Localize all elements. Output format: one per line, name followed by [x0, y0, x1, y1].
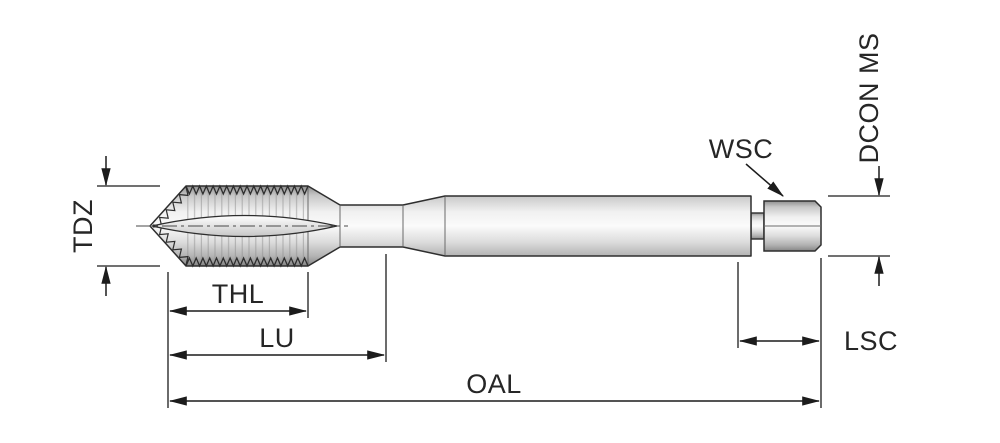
label-lsc: LSC — [844, 326, 898, 356]
label-dcon-ms: DCON MS — [854, 33, 884, 164]
tap-neck-groove — [750, 212, 765, 240]
thread-teeth-bottom — [185, 256, 309, 268]
dimension-labels: TDZ THL LU OAL WSC LSC DCON MS — [68, 33, 898, 400]
wsc-leader-line — [745, 163, 784, 197]
tap-tool-drawing — [136, 184, 822, 268]
chamfer-teeth-bottom — [152, 225, 189, 266]
label-oal: OAL — [466, 369, 522, 399]
label-thl: THL — [212, 279, 265, 309]
label-lu: LU — [259, 323, 295, 353]
thread-teeth-top — [185, 184, 309, 196]
label-wsc: WSC — [709, 134, 774, 164]
label-tdz: TDZ — [68, 199, 98, 253]
dimension-annotations — [97, 156, 890, 408]
chamfer-teeth-top — [152, 186, 189, 227]
